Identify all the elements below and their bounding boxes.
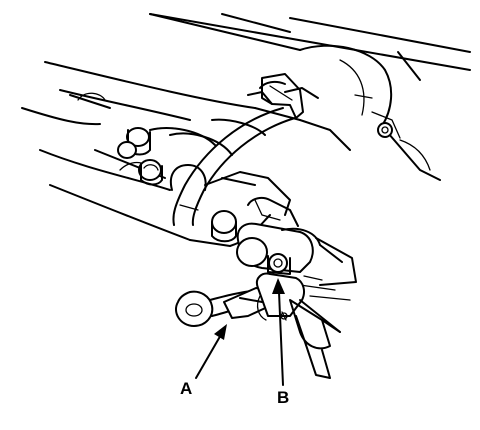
harness-clip (247, 73, 319, 119)
ground-cable (256, 272, 341, 379)
callout-label-a: A (180, 379, 193, 398)
callout-label-b: B (277, 388, 290, 407)
wire-harness (172, 107, 296, 226)
sensor-connector (236, 222, 357, 301)
mounting-bolt (117, 127, 163, 186)
component-housing (169, 164, 299, 243)
leader-arrow-b (272, 278, 285, 386)
intake-manifold (21, 61, 351, 247)
engine-cover (149, 13, 471, 181)
leader-arrow-a (195, 324, 227, 379)
